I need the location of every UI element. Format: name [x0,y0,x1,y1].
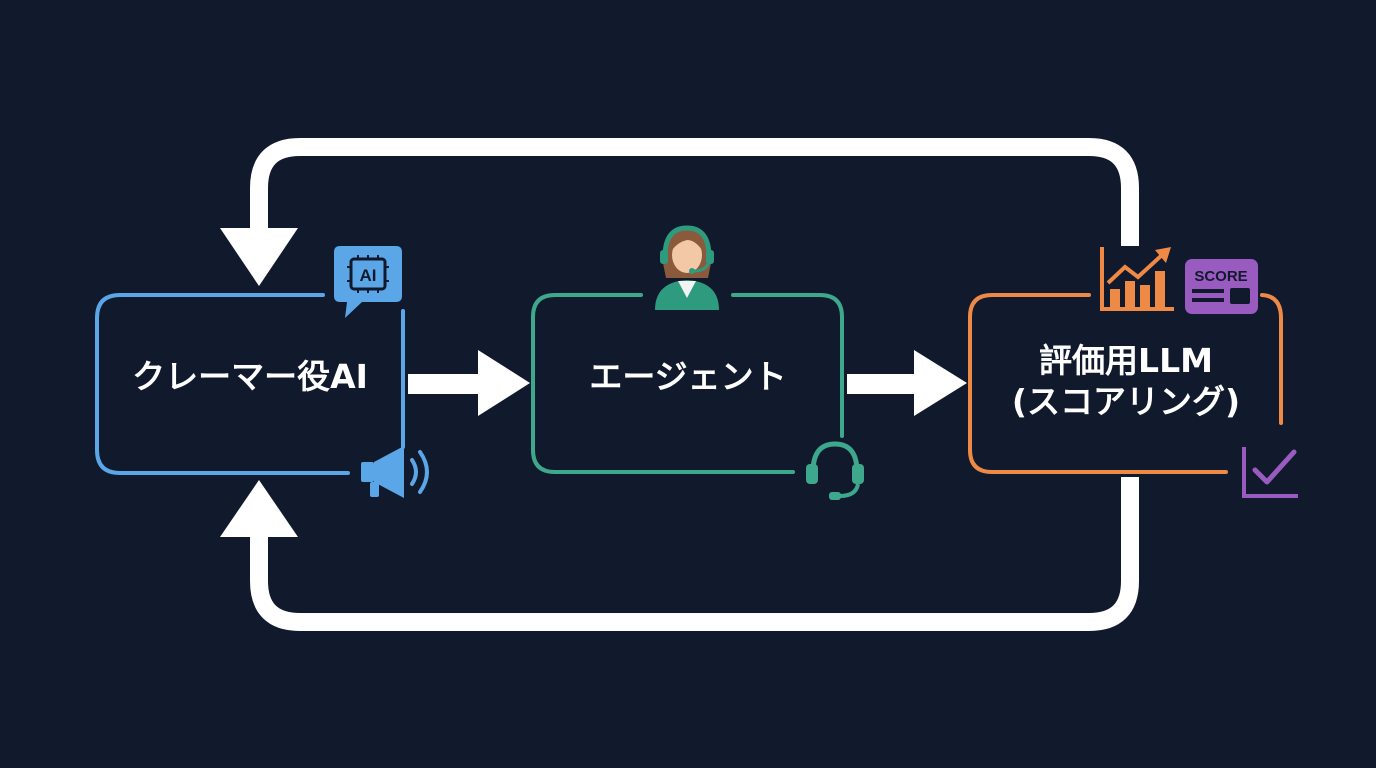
evaluator-box [968,293,1283,474]
claimer-label: クレーマー役AI [132,357,368,396]
arrow-claimer-to-agent-head [478,350,530,416]
claimer-box [95,293,405,475]
feedback-arrow-top-head [220,228,298,286]
agent-label: エージェント [589,357,787,396]
arrow-claimer-to-agent-shaft [408,374,480,394]
evaluator-label-line1: 評価用LLM [1039,341,1213,380]
growth-chart-icon [1100,247,1174,311]
evaluator-label-line2: (スコアリング) [1011,382,1241,422]
ai-chip-text: AI [360,266,377,285]
checkmark-icon [1242,447,1298,498]
score-card-icon: SCORE [1185,259,1258,314]
arrow-agent-to-evaluator-shaft [847,374,917,394]
feedback-arrow-bottom-head [220,480,298,537]
feedback-arrow-bottom [250,477,1139,631]
headset-icon [806,441,864,500]
megaphone-icon [361,446,429,498]
ai-chip-speech-bubble-icon: AI [334,246,402,318]
feedback-arrow-top [250,138,1139,246]
evaluator-label: 評価用LLM (スコアリング) [970,340,1282,423]
agent-box [531,293,844,474]
arrow-agent-to-evaluator-head [914,350,967,416]
operator-person-icon [655,225,719,310]
score-card-text: SCORE [1194,268,1247,285]
